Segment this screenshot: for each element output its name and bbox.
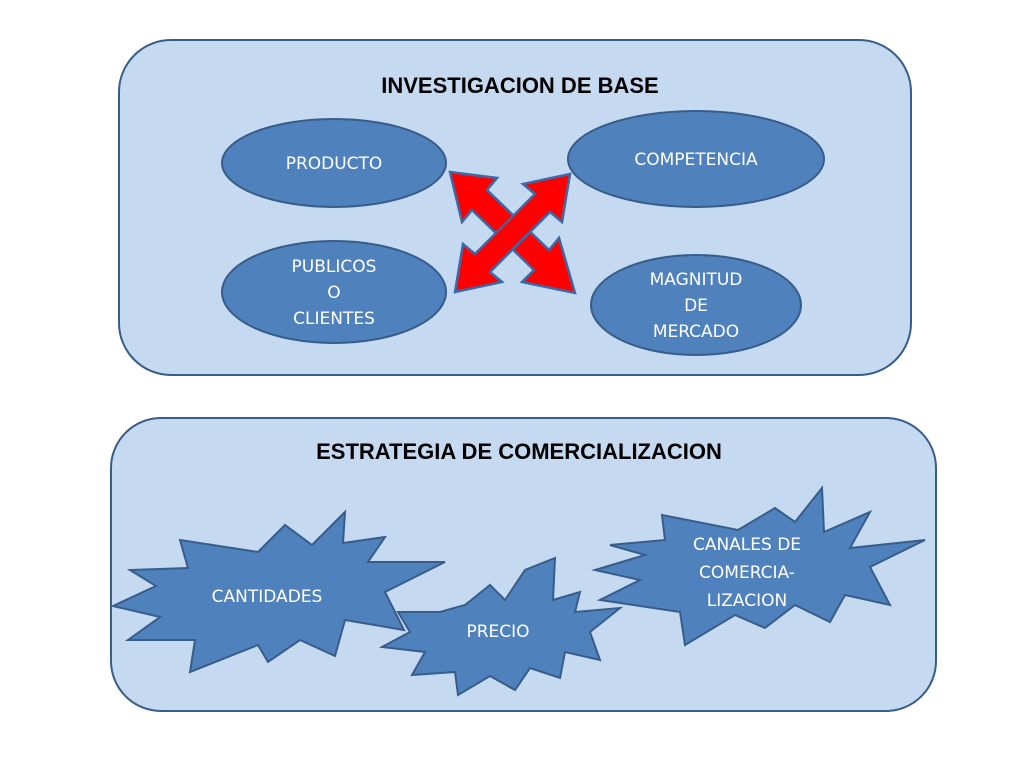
node-canales-shape <box>591 485 926 647</box>
label-line: COMERCIA- <box>699 563 795 583</box>
panel-estrategia: ESTRATEGIA DE COMERCIALIZACION CANTIDADE… <box>109 417 937 712</box>
label-line: PRECIO <box>466 622 529 642</box>
panel-investigacion: INVESTIGACION DE BASE PRODUCTO COMPETENC… <box>118 39 912 376</box>
label-line: DE <box>684 296 708 316</box>
node-producto-shape <box>221 118 447 208</box>
label-line: COMPETENCIA <box>634 150 758 170</box>
node-magnitud-label: MAGNITUD DE MERCADO <box>650 270 743 342</box>
arrow-diagonal-b <box>453 172 572 294</box>
node-magnitud: MAGNITUD DE MERCADO <box>590 254 802 356</box>
node-competencia-label: COMPETENCIA <box>634 150 758 170</box>
node-publicos-shape <box>221 240 447 344</box>
node-canales: CANALES DE COMERCIA- LIZACION <box>591 485 926 647</box>
label-line: CANALES DE <box>693 535 801 555</box>
four-way-arrow-icon <box>448 170 577 295</box>
label-line: PUBLICOS <box>292 257 377 277</box>
node-producto: PRODUCTO <box>221 118 447 208</box>
node-precio-shape <box>378 556 624 697</box>
panel-estrategia-title: ESTRATEGIA DE COMERCIALIZACION <box>316 439 722 464</box>
node-producto-label: PRODUCTO <box>286 154 383 174</box>
node-cantidades-label: CANTIDADES <box>212 587 323 607</box>
node-cantidades: CANTIDADES <box>109 509 446 674</box>
label-line: PRODUCTO <box>286 154 383 174</box>
label-line: MAGNITUD <box>650 270 743 290</box>
node-canales-label: CANALES DE COMERCIA- LIZACION <box>693 535 801 611</box>
panel-investigacion-title: INVESTIGACION DE BASE <box>381 73 658 98</box>
node-magnitud-shape <box>590 254 802 356</box>
label-line: MERCADO <box>653 322 739 342</box>
node-precio-label: PRECIO <box>466 622 529 642</box>
node-publicos-label: PUBLICOS O CLIENTES <box>292 257 377 329</box>
node-competencia: COMPETENCIA <box>567 110 825 208</box>
node-precio: PRECIO <box>378 556 624 697</box>
node-publicos: PUBLICOS O CLIENTES <box>221 240 447 344</box>
node-cantidades-shape <box>109 509 446 674</box>
label-line: CANTIDADES <box>212 587 323 607</box>
node-competencia-shape <box>567 110 825 208</box>
label-line: CLIENTES <box>293 309 375 329</box>
label-line: O <box>327 283 340 303</box>
label-line: LIZACION <box>707 591 787 611</box>
